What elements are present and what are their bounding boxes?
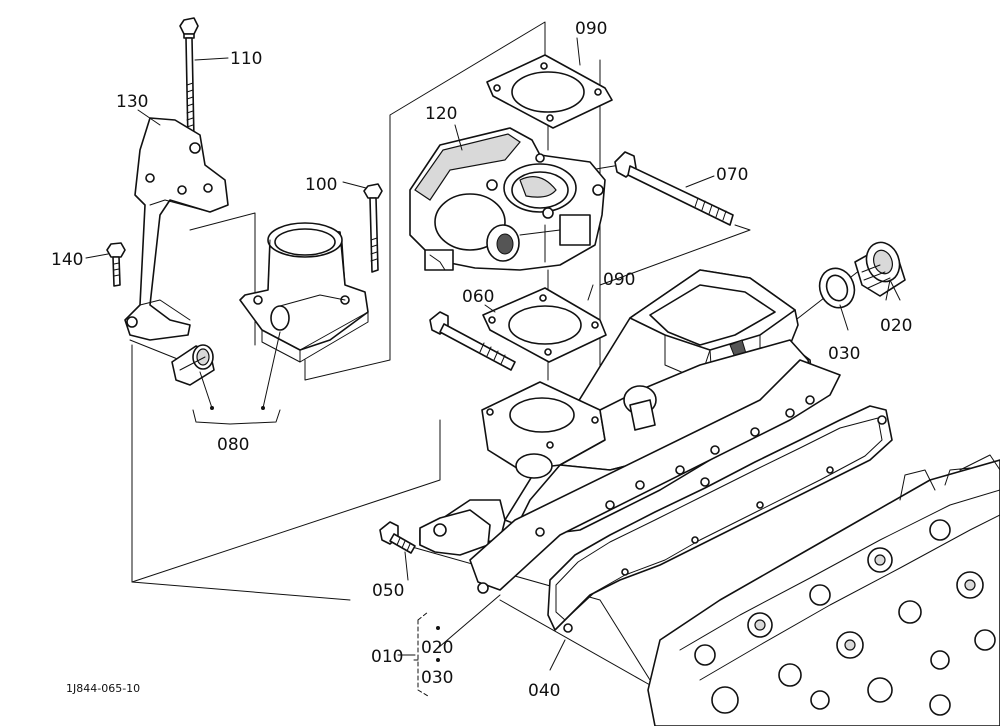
gasket-090-top — [486, 54, 613, 129]
callout-labels: 110 130 100 090 120 070 140 060 090 020 … — [51, 19, 912, 701]
label-030-kit: 030 — [421, 668, 453, 688]
bolt-070 — [614, 151, 734, 226]
label-050: 050 — [372, 581, 404, 601]
label-010: 010 — [371, 647, 403, 667]
label-120: 120 — [425, 104, 457, 124]
label-060: 060 — [462, 287, 494, 307]
bolt-140 — [106, 242, 126, 287]
label-100: 100 — [305, 175, 337, 195]
bolt-100 — [363, 183, 383, 273]
label-140: 140 — [51, 250, 83, 270]
throttle-body-120 — [409, 127, 606, 271]
label-110: 110 — [230, 49, 262, 69]
leader-lines — [85, 37, 901, 697]
gasket-040 — [547, 405, 893, 633]
label-030-washer: 030 — [828, 344, 860, 364]
label-090-bottom: 090 — [603, 270, 635, 290]
label-130: 130 — [116, 92, 148, 112]
assembly-reference-lines — [129, 21, 861, 686]
drawing-code: 1J844-065-10 — [66, 682, 140, 695]
label-070: 070 — [716, 165, 748, 185]
bolt-060 — [429, 311, 516, 371]
intake-manifold-010 — [419, 269, 841, 594]
label-020-plug: 020 — [880, 316, 912, 336]
hose-fitting-080 — [171, 344, 215, 386]
bolt-110 — [179, 17, 199, 143]
label-040: 040 — [528, 681, 560, 701]
inlet-pipe-080 — [239, 222, 369, 363]
bracket-130 — [124, 117, 229, 341]
cylinder-head — [647, 454, 1000, 726]
plug-020 — [854, 241, 906, 297]
washer-030 — [818, 267, 856, 309]
label-080: 080 — [217, 435, 249, 455]
label-020-kit: 020 — [421, 638, 453, 658]
bolt-050 — [379, 521, 416, 554]
gasket-090-bottom — [482, 287, 607, 363]
label-090-top: 090 — [575, 19, 607, 39]
